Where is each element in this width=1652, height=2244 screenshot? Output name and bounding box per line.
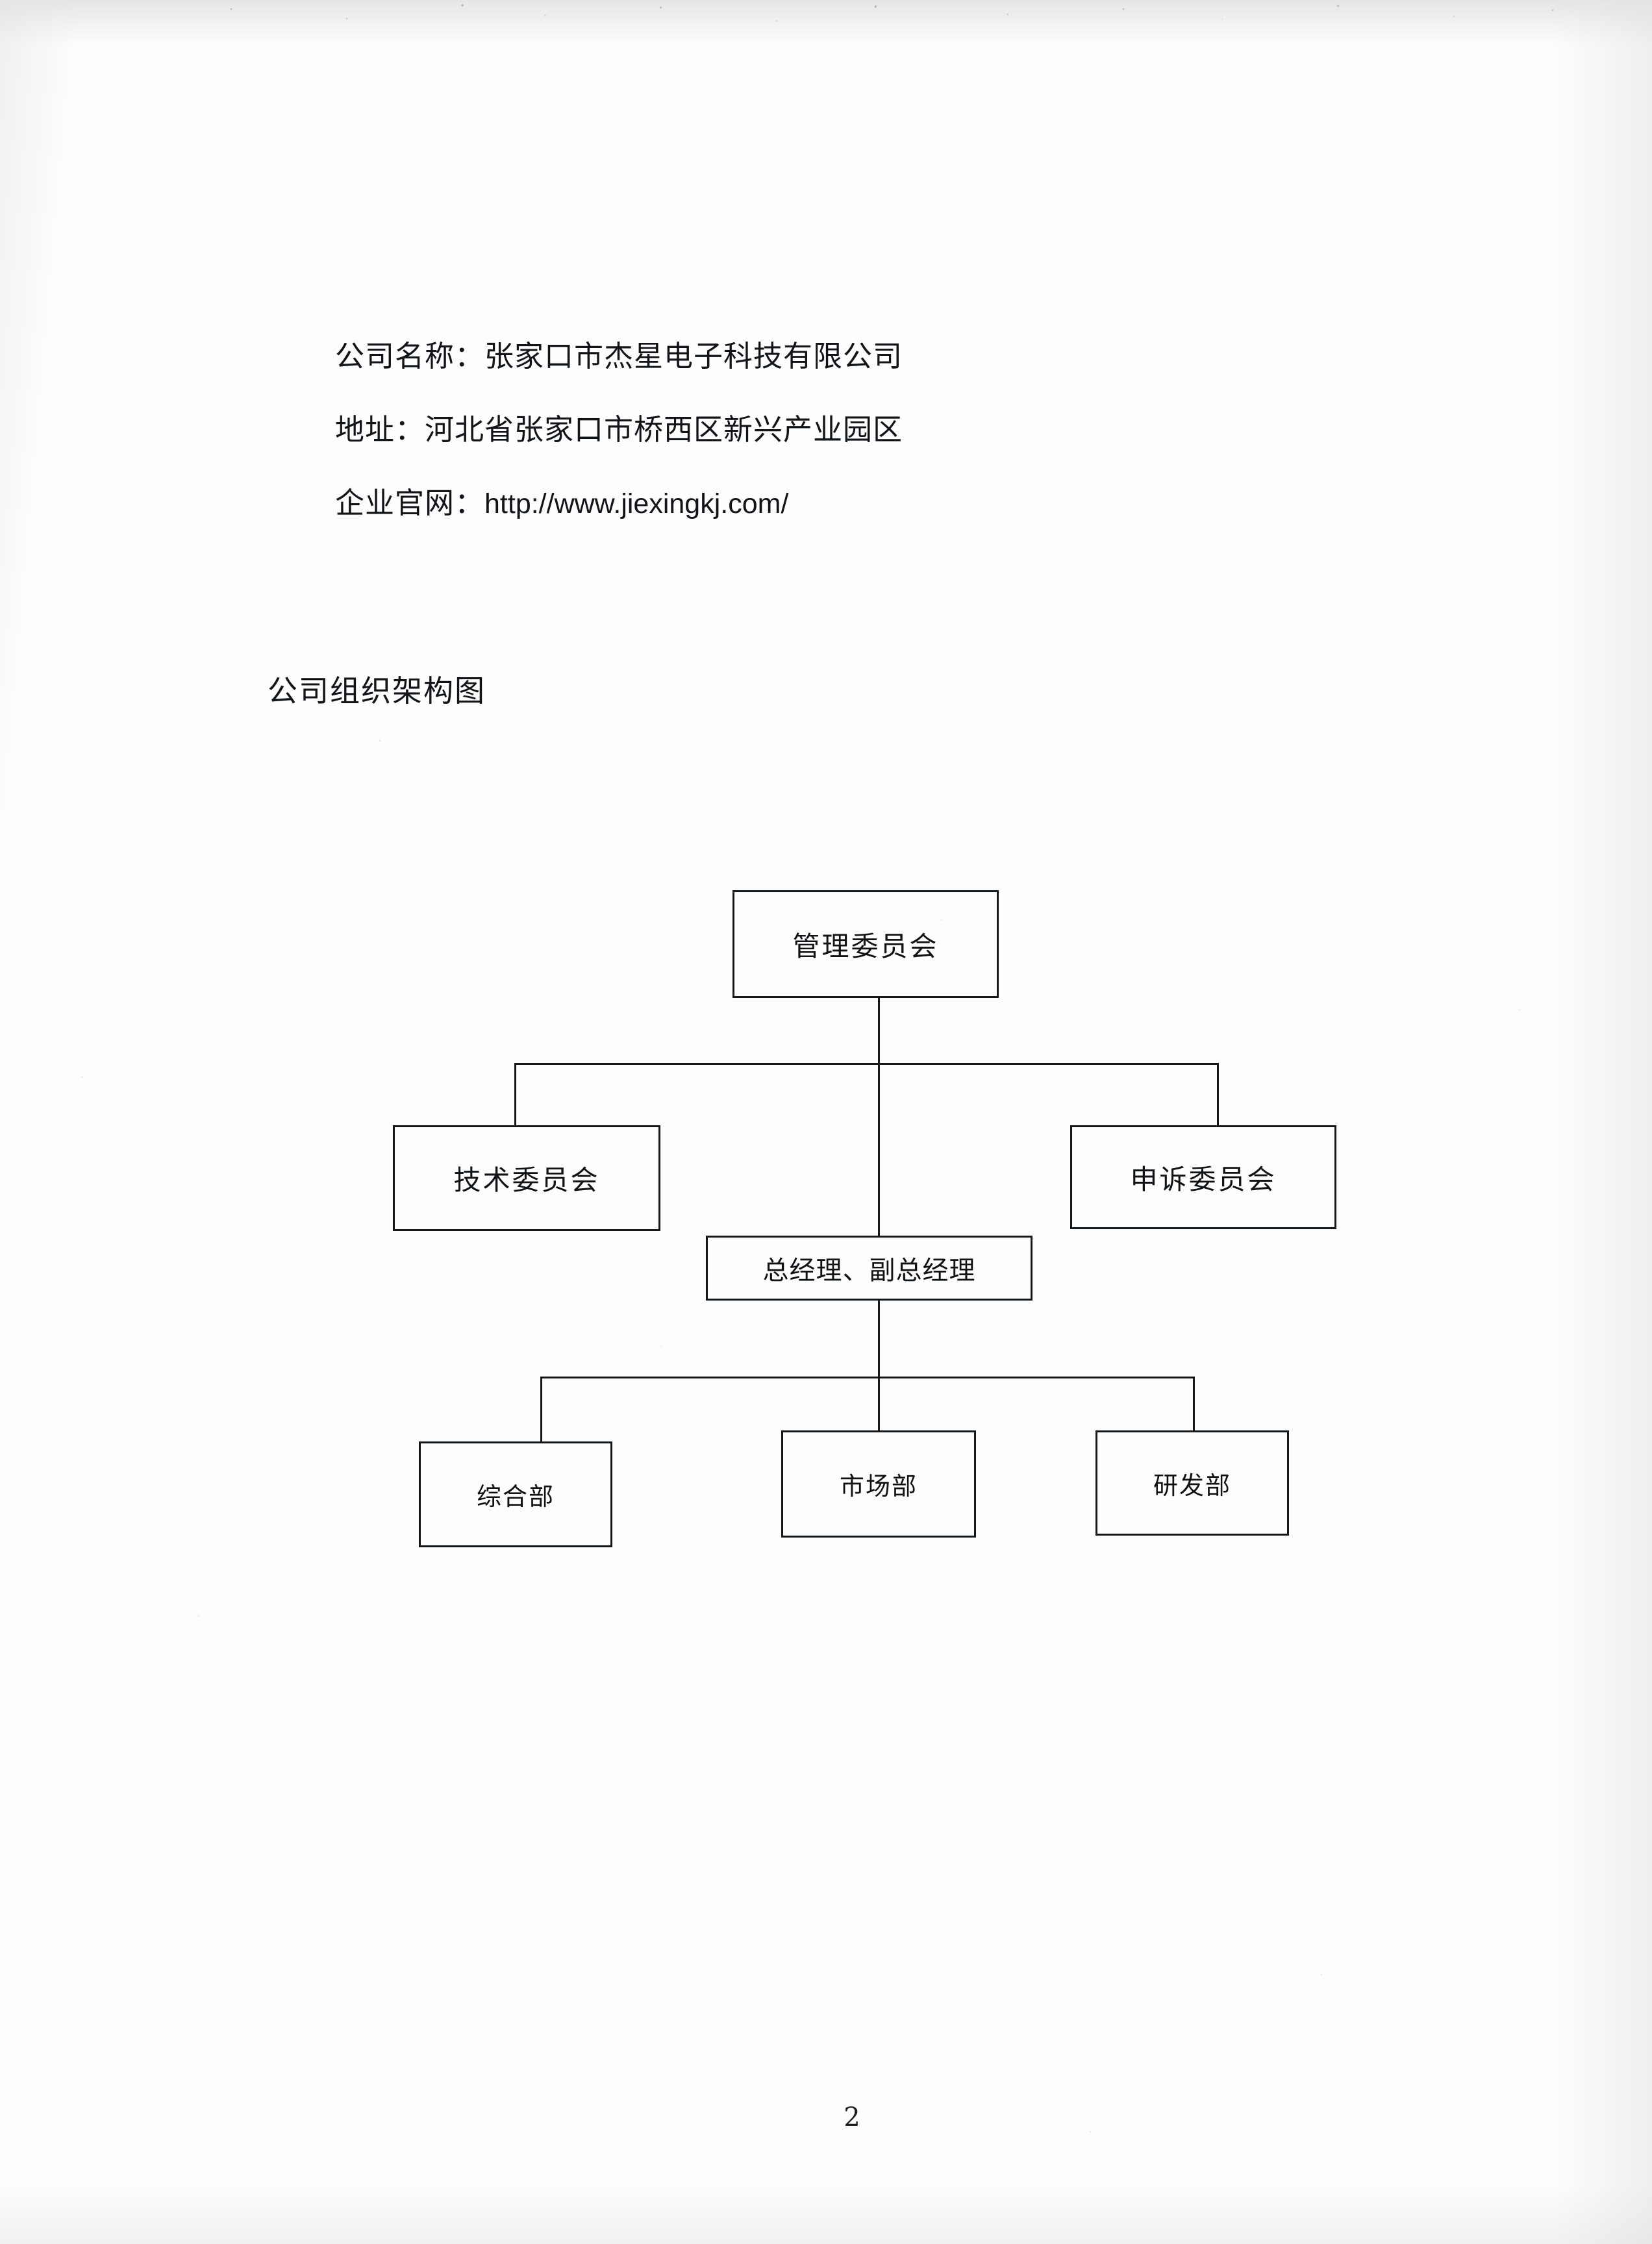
connector-bus-to-general-affairs-dept — [540, 1377, 542, 1441]
connector-level3-bus — [540, 1377, 1195, 1378]
connector-gm-to-bus — [878, 1301, 880, 1378]
org-node-label: 技术委员会 — [453, 1164, 600, 1196]
connector-bus-to-rnd-dept — [1193, 1377, 1195, 1430]
connector-bus-to-appeal-committee — [1217, 1063, 1219, 1125]
connector-bus-to-marketing-dept — [878, 1377, 880, 1430]
org-node-general-manager[interactable]: 总经理、副总经理 — [706, 1236, 1032, 1301]
org-node-appeal-committee[interactable]: 申诉委员会 — [1070, 1125, 1336, 1229]
connector-level2-bus — [514, 1063, 1219, 1065]
company-address-line: 地址：河北省张家口市桥西区新兴产业园区 — [335, 412, 903, 447]
org-node-label: 市场部 — [839, 1472, 918, 1501]
website-url-link[interactable]: http://www.jiexingkj.com/ — [484, 488, 789, 519]
page-number: 2 — [844, 2102, 860, 2132]
org-node-label: 研发部 — [1153, 1471, 1231, 1500]
connector-bus-to-tech-committee — [514, 1063, 516, 1125]
org-node-marketing-dept[interactable]: 市场部 — [781, 1430, 976, 1538]
connector-mgmt-to-bus — [878, 998, 880, 1064]
scan-top-edge-artifacts — [0, 0, 1652, 30]
org-node-label: 申诉委员会 — [1130, 1163, 1277, 1195]
org-node-label: 综合部 — [476, 1482, 555, 1511]
org-node-general-affairs-dept[interactable]: 综合部 — [419, 1441, 612, 1547]
org-node-label: 总经理、副总经理 — [762, 1256, 976, 1286]
company-name-line: 公司名称：张家口市杰星电子科技有限公司 — [335, 339, 903, 373]
company-website-line: 企业官网：http://www.jiexingkj.com/ — [335, 466, 1309, 541]
company-info-block: 公司名称：张家口市杰星电子科技有限公司 地址：河北省张家口市桥西区新兴产业园区 … — [335, 319, 1309, 541]
org-node-rnd-dept[interactable]: 研发部 — [1095, 1430, 1289, 1536]
org-node-technical-committee[interactable]: 技术委员会 — [393, 1125, 660, 1231]
connector-bus-to-general-manager — [878, 1063, 880, 1236]
org-chart-section-title: 公司组织架构图 — [268, 673, 486, 708]
website-label: 企业官网： — [335, 486, 485, 520]
org-node-label: 管理委员会 — [792, 930, 939, 962]
org-node-management-committee[interactable]: 管理委员会 — [732, 890, 999, 998]
